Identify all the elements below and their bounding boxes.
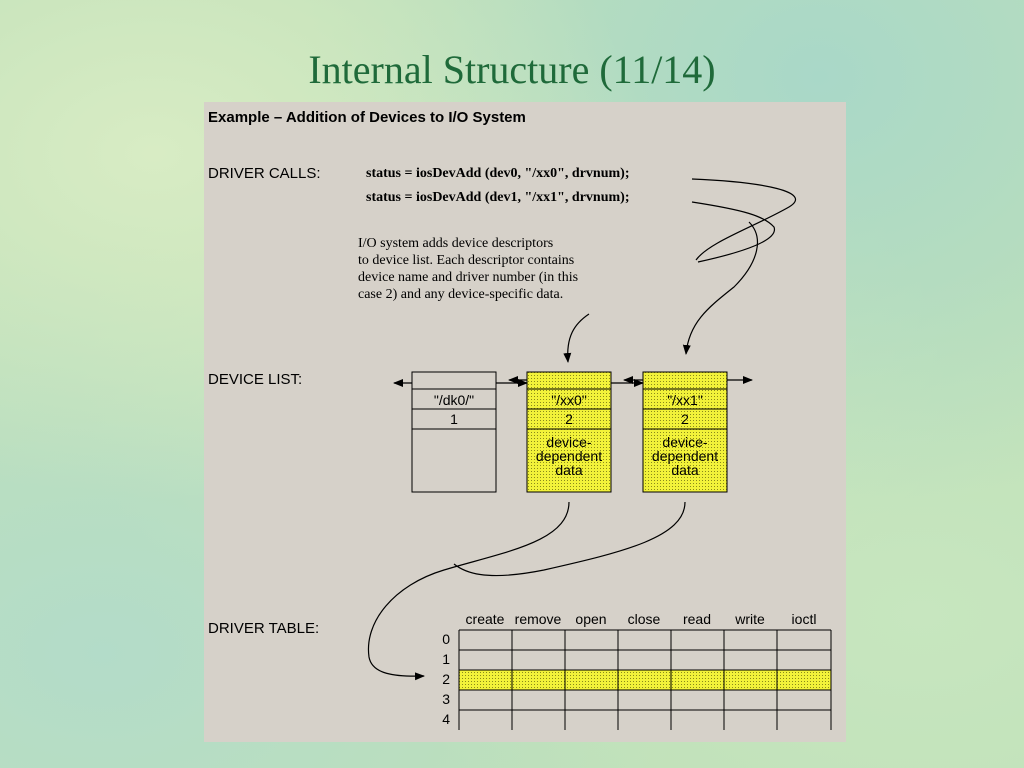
device-data-line: dependent bbox=[652, 448, 718, 464]
descriptor-note: I/O system adds device descriptors to de… bbox=[358, 236, 578, 302]
table-row-index: 2 bbox=[442, 671, 450, 687]
device-data-line: data bbox=[555, 462, 582, 478]
table-column-header: read bbox=[683, 611, 711, 627]
table-row-index: 4 bbox=[442, 711, 450, 727]
table-column-header: ioctl bbox=[792, 611, 817, 627]
diagram-heading: Example – Addition of Devices to I/O Sys… bbox=[208, 109, 526, 126]
slide-title: Internal Structure (11/14) bbox=[308, 47, 716, 92]
note-line: device name and driver number (in this bbox=[358, 270, 578, 285]
device-name: "/xx0" bbox=[551, 392, 587, 408]
table-row-index: 0 bbox=[442, 631, 450, 647]
diagram-canvas: Example – Addition of Devices to I/O Sys… bbox=[208, 109, 832, 730]
device-name: "/xx1" bbox=[667, 392, 703, 408]
device-descriptor: "/xx0" 2 device- dependent data bbox=[526, 371, 612, 493]
note-line: I/O system adds device descriptors bbox=[358, 236, 553, 251]
driver-table-label: DRIVER TABLE: bbox=[208, 620, 319, 637]
device-list-label: DEVICE LIST: bbox=[208, 371, 302, 388]
driver-call-line: status = iosDevAdd (dev1, "/xx1", drvnum… bbox=[366, 190, 629, 205]
device-data-line: data bbox=[671, 462, 698, 478]
device-driver-number: 2 bbox=[565, 411, 573, 427]
call-arrow bbox=[682, 221, 758, 355]
call-connector bbox=[691, 178, 797, 261]
table-column-header: write bbox=[734, 611, 765, 627]
table-column-header: open bbox=[575, 611, 606, 627]
table-column-header: remove bbox=[515, 611, 562, 627]
device-driver-number: 1 bbox=[450, 411, 458, 427]
driver-calls-label: DRIVER CALLS: bbox=[208, 165, 321, 182]
table-row-index: 1 bbox=[442, 651, 450, 667]
driver-link-arrow bbox=[367, 501, 570, 681]
device-descriptor: "/dk0/" 1 bbox=[411, 371, 497, 493]
device-list-links bbox=[393, 376, 753, 387]
device-name: "/dk0/" bbox=[434, 392, 474, 408]
device-data-line: dependent bbox=[536, 448, 602, 464]
device-descriptor: "/xx1" 2 device- dependent data bbox=[642, 371, 728, 493]
note-line: case 2) and any device-specific data. bbox=[358, 287, 563, 302]
device-driver-number: 2 bbox=[681, 411, 689, 427]
note-line: to device list. Each descriptor contains bbox=[358, 253, 574, 268]
note-arrow bbox=[563, 313, 590, 363]
table-column-header: create bbox=[466, 611, 505, 627]
driver-call-line: status = iosDevAdd (dev0, "/xx0", drvnum… bbox=[366, 166, 629, 181]
call-connector bbox=[691, 201, 775, 263]
driver-link-connector bbox=[453, 501, 686, 577]
device-data-line: device- bbox=[546, 434, 591, 450]
device-data-line: device- bbox=[662, 434, 707, 450]
table-row-index: 3 bbox=[442, 691, 450, 707]
driver-table: create remove open close read write ioct… bbox=[442, 611, 832, 730]
diagram-panel: Example – Addition of Devices to I/O Sys… bbox=[204, 102, 846, 742]
table-column-header: close bbox=[628, 611, 661, 627]
